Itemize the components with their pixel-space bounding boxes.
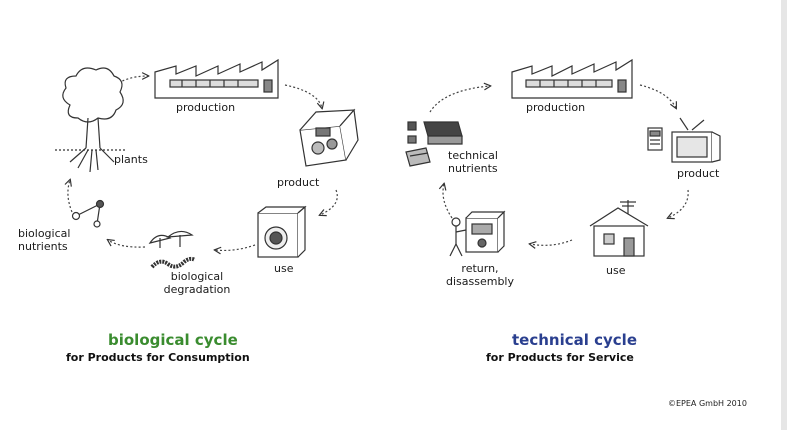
arrow-use-to-return bbox=[530, 239, 573, 245]
arrow-degradation-to-nutrients bbox=[108, 240, 146, 248]
arrow-return-to-nutrients bbox=[443, 184, 453, 219]
mushroom-icon bbox=[148, 230, 194, 248]
bio-product-label: product bbox=[277, 176, 320, 189]
arrow-use-to-degradation bbox=[215, 244, 256, 250]
tech-cycle-subtitle: for Products for Service bbox=[486, 351, 634, 364]
machine-icon bbox=[465, 210, 506, 253]
person-icon bbox=[449, 217, 467, 257]
factory-icon bbox=[154, 58, 279, 99]
bio-nutrients-line1: biological bbox=[18, 227, 71, 240]
tech-nutrients-line2: nutrients bbox=[448, 162, 498, 175]
bio-degradation-label: biological degradation bbox=[152, 270, 242, 296]
bio-cycle-arrows bbox=[68, 76, 338, 250]
bio-cycle-title: biological cycle bbox=[108, 331, 238, 349]
house-icon bbox=[589, 200, 649, 257]
tech-cycle-title: technical cycle bbox=[512, 331, 637, 349]
bio-degradation-line1: biological bbox=[170, 270, 224, 283]
television-icon bbox=[671, 117, 721, 163]
arrow-plants-to-production bbox=[111, 76, 148, 89]
arrow-product-to-use bbox=[320, 189, 338, 215]
bio-nutrients-line2: nutrients bbox=[18, 240, 68, 253]
calculator-icon bbox=[647, 127, 663, 151]
tech-factory-icon bbox=[511, 58, 633, 99]
right-edge-strip bbox=[781, 0, 787, 430]
arrow-product-to-use bbox=[668, 189, 689, 218]
bio-plants-label: plants bbox=[114, 153, 148, 166]
worm-icon bbox=[150, 256, 197, 269]
arrow-production-to-product bbox=[284, 84, 322, 108]
bio-cycle-subtitle: for Products for Consumption bbox=[66, 351, 250, 364]
tech-product-label: product bbox=[677, 167, 720, 180]
arrow-nutrients-to-production bbox=[429, 86, 490, 113]
tech-return-line1: return, bbox=[461, 262, 499, 275]
technical-parts-icon bbox=[405, 121, 463, 167]
tech-nutrients-label: technical nutrients bbox=[448, 149, 498, 175]
tech-nutrients-line1: technical bbox=[448, 149, 498, 162]
product-box-icon bbox=[299, 108, 359, 167]
tech-cycle-arrows bbox=[429, 84, 689, 245]
washing-machine-icon bbox=[257, 205, 307, 258]
copyright-notice: ©EPEA GmbH 2010 bbox=[668, 399, 747, 408]
tech-use-label: use bbox=[606, 264, 626, 277]
tech-production-label: production bbox=[526, 101, 586, 114]
arrow-nutrients-to-plants bbox=[68, 180, 73, 213]
bio-nutrients-label: biological nutrients bbox=[18, 227, 70, 253]
tree-icon bbox=[55, 67, 126, 173]
arrow-production-to-product bbox=[639, 84, 676, 108]
bio-use-label: use bbox=[274, 262, 294, 275]
bio-degradation-line2: degradation bbox=[163, 283, 231, 296]
bio-production-label: production bbox=[176, 101, 236, 114]
molecule-icon bbox=[71, 199, 105, 228]
tech-return-line2: disassembly bbox=[445, 275, 514, 288]
tech-return-label: return, disassembly bbox=[430, 262, 530, 288]
